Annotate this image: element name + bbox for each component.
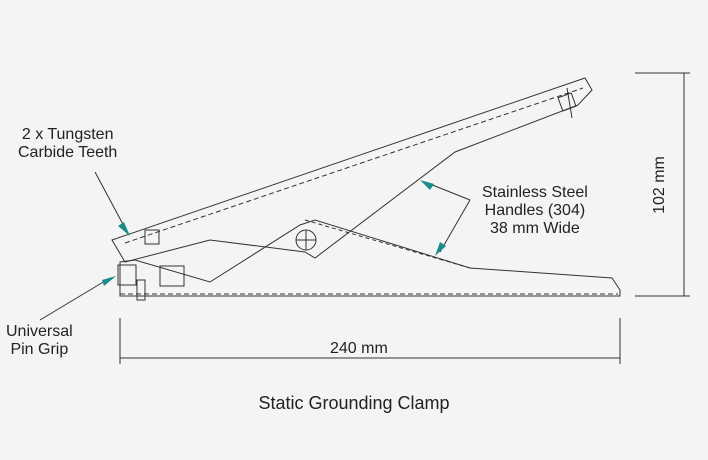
height-dimension: 102 mm — [651, 156, 668, 214]
teeth-line-1: 2 x Tungsten — [21, 126, 114, 143]
grip-line-2: Pin Grip — [10, 341, 69, 358]
handles-line-2: Handles (304) — [484, 202, 586, 219]
diagram-title: Static Grounding Clamp — [258, 393, 450, 413]
upper-handle — [111, 77, 593, 263]
lower-handle — [117, 219, 621, 301]
grip-line-1: Universal — [6, 323, 73, 340]
handles-line-1: Stainless Steel — [482, 184, 588, 201]
handles-line-3: 38 mm Wide — [490, 220, 580, 237]
teeth-line-2: Carbide Teeth — [18, 144, 118, 161]
width-dimension: 240 mm — [330, 340, 388, 357]
arrowheads — [102, 180, 446, 286]
dimension-lines — [119, 72, 690, 364]
